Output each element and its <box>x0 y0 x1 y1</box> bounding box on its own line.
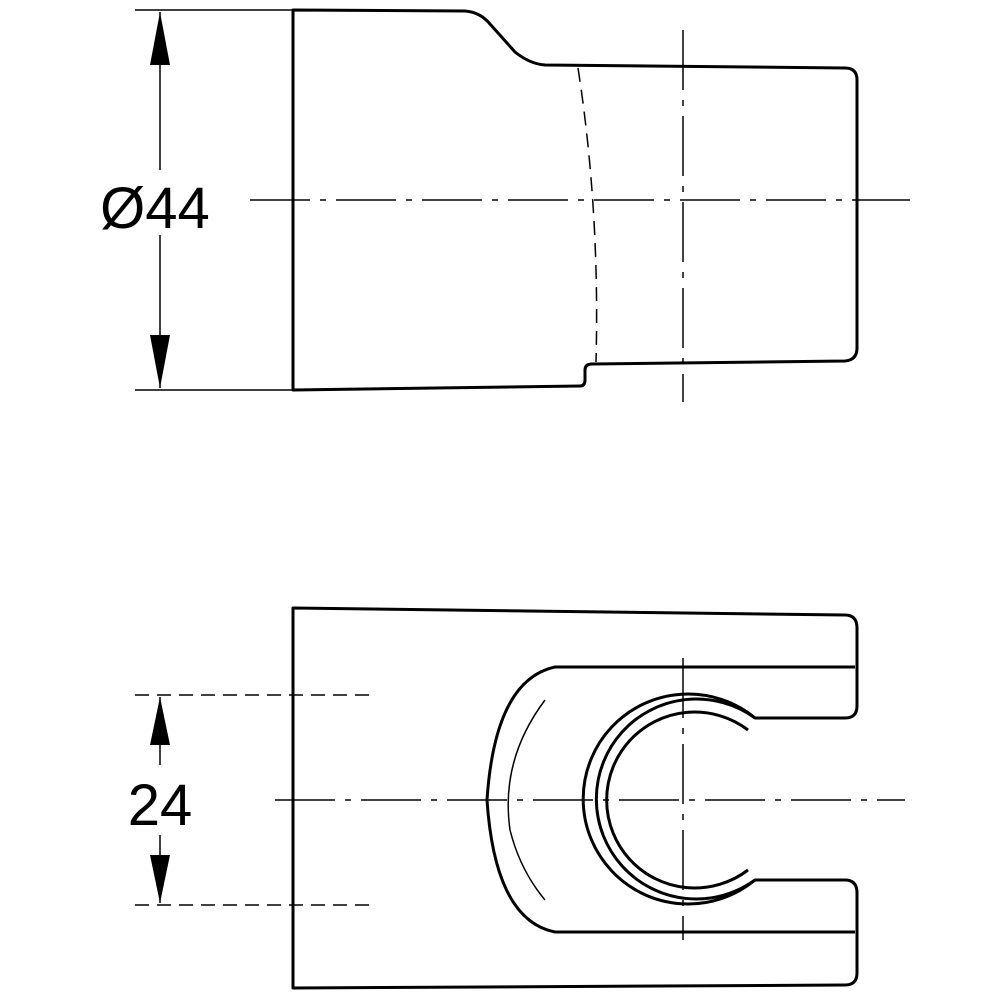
ring-outer <box>594 697 756 901</box>
height-dimension-label: 24 <box>128 773 193 838</box>
inner-curve <box>507 699 546 901</box>
arrow-up-icon <box>150 697 170 745</box>
top-view: 24 <box>110 606 905 990</box>
hidden-edge <box>577 67 598 363</box>
arrow-down-icon <box>150 335 170 388</box>
side-view: Ø44 <box>85 8 910 402</box>
diameter-dimension-label: Ø44 <box>100 176 210 241</box>
side-view-outline <box>291 8 859 392</box>
arrow-down-icon <box>150 855 170 903</box>
top-view-outline <box>291 606 859 990</box>
arrow-up-icon <box>150 12 170 65</box>
